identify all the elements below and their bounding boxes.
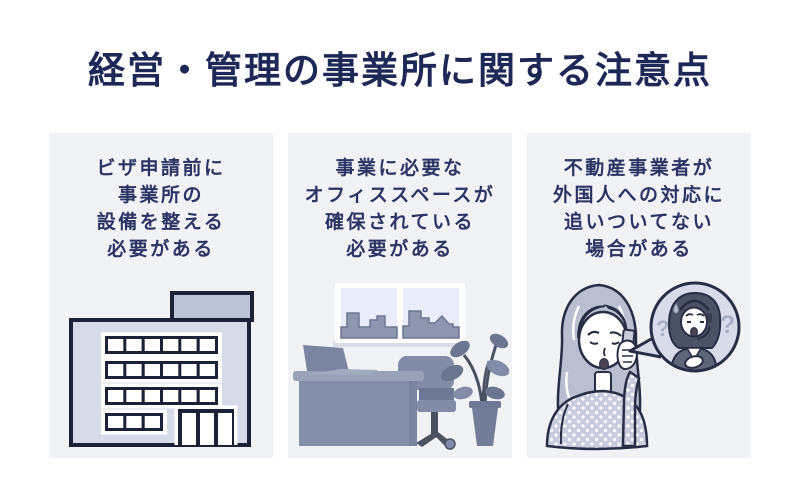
- building-window-row: [101, 332, 222, 358]
- building-window-row: [101, 383, 222, 409]
- office-window: [333, 283, 469, 347]
- woman-sweater: [545, 389, 649, 451]
- woman-eye: [589, 341, 599, 345]
- city-skyline: [402, 310, 460, 339]
- office-building-illustration: [69, 291, 254, 447]
- building-window-row: [101, 357, 222, 383]
- office-interior-illustration: [293, 283, 510, 450]
- card1-caption-line: 設備を整える: [96, 212, 226, 233]
- card1-caption-line: 必要がある: [107, 239, 215, 260]
- headset-icon: [679, 299, 710, 311]
- card1-caption: ビザ申請前に 事業所の 設備を整える 必要がある: [96, 155, 225, 263]
- card-office-space: 事業に必要な オフィススペースが 確保されている 必要がある: [288, 133, 512, 458]
- card3-caption-line: 場合がある: [585, 239, 693, 260]
- potted-plant: [440, 333, 510, 446]
- building-entrance: [174, 405, 238, 445]
- card3-caption-line: 不動産事業者が: [563, 158, 715, 179]
- card2-caption-line: 必要がある: [346, 239, 454, 260]
- operator-hand: [684, 355, 704, 369]
- desk-body: [299, 381, 417, 446]
- page-title: 経営・管理の事業所に関する注意点: [88, 50, 712, 91]
- card2-caption-line: 事業に必要な: [335, 158, 465, 179]
- building-icon: [69, 291, 254, 447]
- speech-bubble: ? ?: [628, 281, 741, 373]
- woman-eyebrow: [609, 331, 622, 337]
- card3-caption-line: 追いついてない: [564, 212, 714, 233]
- card3-caption-line: 外国人への対応に: [552, 185, 725, 206]
- question-mark-icon: ?: [720, 311, 735, 339]
- woman-phone-illustration: ? ?: [545, 281, 741, 451]
- card1-caption-line: 事業所の: [117, 185, 204, 206]
- sweat-drop-icon: [673, 303, 679, 314]
- laptop: [303, 345, 378, 375]
- building-roof: [170, 291, 254, 322]
- woman-arm: [621, 370, 641, 448]
- woman-nose: [603, 347, 606, 357]
- card-realtor-response: 不動産事業者が 外国人への対応に 追いついてない 場合がある: [527, 133, 751, 458]
- card2-caption-line: 確保されている: [325, 212, 475, 233]
- card2-caption-line: オフィススペースが: [304, 185, 496, 206]
- city-skyline: [340, 312, 398, 339]
- woman-eyebrow: [587, 330, 600, 336]
- operator-in-bubble: [667, 291, 722, 370]
- woman-on-phone: [545, 283, 649, 451]
- building-window-row-short: [101, 409, 167, 435]
- card3-caption: 不動産事業者が 外国人への対応に 追いついてない 場合がある: [553, 155, 725, 263]
- cards-row: ビザ申請前に 事業所の 設備を整える 必要がある: [49, 133, 751, 458]
- card-office-equipment: ビザ申請前に 事業所の 設備を整える 必要がある: [49, 133, 273, 458]
- office-chair: [398, 356, 456, 450]
- card1-caption-line: ビザ申請前に: [96, 158, 226, 179]
- card2-caption: 事業に必要な オフィススペースが 確保されている 必要がある: [305, 155, 496, 263]
- question-mark-icon: ?: [656, 316, 669, 341]
- woman-mouth: [599, 358, 609, 370]
- woman-hand: [616, 339, 638, 370]
- woman-eye: [611, 341, 620, 345]
